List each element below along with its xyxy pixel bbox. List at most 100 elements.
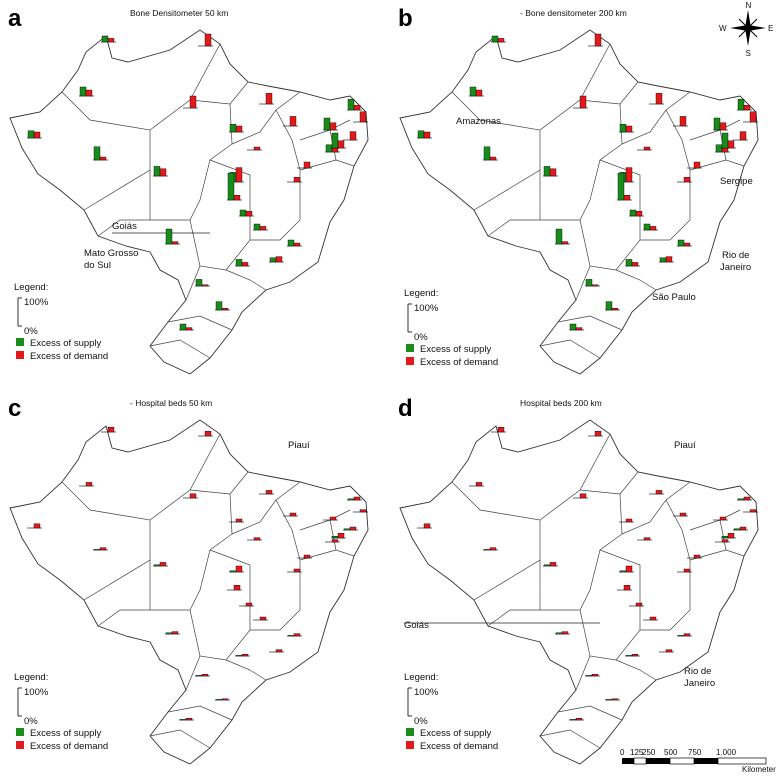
bar-supply [629, 209, 637, 217]
legend-scale-top: 100% [414, 303, 439, 314]
scale-bar: 0 125 250 500 750 1.000 Kilometer [620, 748, 776, 774]
legend-title: Legend: [404, 672, 438, 683]
bar-demand [221, 308, 229, 311]
legend-label-demand: Excess of demand [30, 351, 108, 362]
bar-demand [743, 496, 751, 501]
bar-demand [265, 490, 273, 495]
bar-supply [617, 172, 625, 201]
bar-demand [329, 122, 337, 131]
legend-scale-top: 100% [24, 687, 49, 698]
bar-supply [343, 528, 351, 531]
bar-demand [625, 125, 633, 133]
bar-demand [329, 516, 337, 521]
bar-supply [331, 132, 339, 149]
panel-title: - Bone densitometer 200 km [520, 8, 627, 18]
region-label: Piauí [674, 440, 696, 451]
bar-supply [287, 239, 295, 247]
bar-demand [665, 256, 673, 263]
legend-title: Legend: [14, 282, 48, 293]
legend-scale-bottom: 0% [414, 716, 428, 727]
bar-supply [195, 675, 203, 677]
bar-supply [179, 719, 187, 721]
bar-demand [579, 95, 587, 109]
bar-demand [635, 602, 643, 607]
compass-south: S [746, 49, 751, 58]
panel-letter: b [398, 5, 413, 32]
bar-demand [561, 241, 569, 245]
bar-supply [543, 564, 551, 567]
bar-demand [107, 38, 115, 43]
bar-demand [303, 161, 311, 169]
bar-supply [195, 279, 203, 287]
legend-label-demand: Excess of demand [420, 741, 498, 752]
bar-demand [749, 509, 757, 513]
region-label: Goiás [404, 620, 429, 631]
bar-demand [349, 131, 357, 141]
bar-demand [235, 125, 243, 133]
bar-demand [693, 554, 701, 559]
region-label: Mato Grosso [84, 248, 138, 259]
bar-demand [293, 176, 301, 183]
bar-demand [665, 649, 673, 653]
bar-demand [293, 568, 301, 573]
panel-c: c- Hospital beds 50 kmPiauíLegend:100%0%… [8, 395, 369, 765]
region-label: Amazonas [456, 116, 501, 127]
scale-tick-3: 500 [664, 748, 678, 757]
legend-label-demand: Excess of demand [420, 357, 498, 368]
bar-supply [229, 570, 237, 573]
bar-demand [253, 146, 261, 151]
bar-demand [359, 509, 367, 513]
bar-demand [99, 156, 107, 161]
bar-demand [739, 526, 747, 531]
bar-supply [27, 130, 35, 139]
legend-title: Legend: [14, 672, 48, 683]
region-label: Rio de [722, 250, 749, 261]
panel-title: Bone Densitometer 50 km [130, 8, 228, 18]
bar-demand [233, 584, 241, 591]
bar-demand [275, 256, 283, 263]
scale-tick-4: 750 [688, 748, 702, 757]
bar-demand [643, 537, 651, 541]
bar-demand [561, 631, 569, 635]
bar-supply [643, 223, 651, 231]
region-label: Piauí [288, 440, 310, 451]
compass-rose: N S E W [719, 1, 773, 58]
region-label: do Sul [84, 260, 111, 271]
panel-letter: c [8, 395, 21, 422]
legend-scale-bottom: 0% [24, 326, 38, 337]
bar-demand [625, 518, 633, 523]
bar-demand [85, 89, 93, 97]
bar-supply [737, 98, 745, 111]
bar-demand [289, 512, 297, 517]
bar-demand [293, 633, 301, 637]
bar-supply [93, 146, 101, 161]
region-label: São Paulo [652, 292, 696, 303]
bar-demand [679, 116, 687, 127]
bar-supply [417, 130, 425, 139]
bar-demand [497, 427, 505, 433]
bar-demand [204, 33, 212, 47]
bar-demand [683, 176, 691, 183]
bar-supply [165, 632, 173, 635]
bar-demand [33, 523, 41, 529]
bar-supply [605, 301, 613, 311]
bar-demand [171, 631, 179, 635]
legend-label-demand: Excess of demand [30, 741, 108, 752]
legend-swatch-supply [406, 728, 414, 736]
bar-supply [229, 123, 237, 133]
bar-demand [649, 226, 657, 231]
bar-supply [235, 655, 243, 657]
legend-label-supply: Excess of supply [30, 338, 102, 349]
compass-north: N [746, 1, 752, 10]
bar-demand [683, 633, 691, 637]
bar-demand [625, 167, 633, 183]
bar-demand [635, 210, 643, 217]
bar-demand [201, 674, 209, 677]
legend-swatch-demand [406, 741, 414, 749]
bar-supply [287, 635, 295, 637]
bar-supply [713, 117, 721, 131]
